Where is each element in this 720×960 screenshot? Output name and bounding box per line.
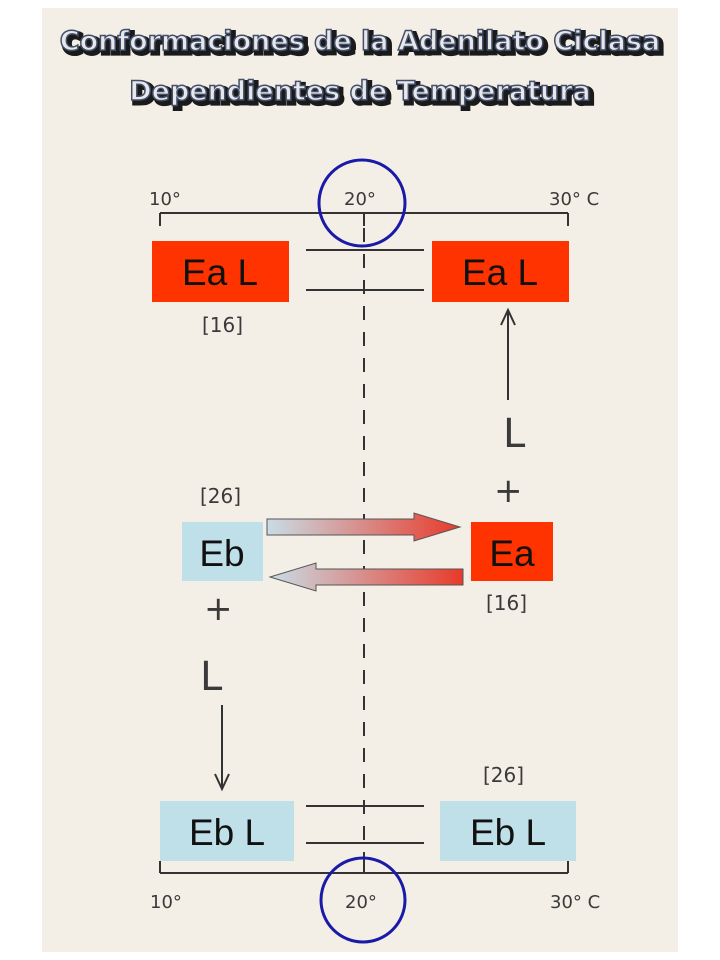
box-ea-l-left-label: Ea L xyxy=(182,252,258,293)
equilibrium-arrow-left xyxy=(268,562,464,592)
box-eb-l-right xyxy=(440,801,576,861)
equilibrium-arrow-right xyxy=(266,512,462,542)
arrow-up-right xyxy=(500,307,516,400)
bottom-20-degree-highlight-circle xyxy=(319,856,407,944)
top-double-bar xyxy=(306,249,424,291)
bottom-axis-label-10: 10° xyxy=(150,892,182,913)
ref-top-left: [16] xyxy=(202,313,243,337)
ligand-left-plus: + xyxy=(204,589,233,629)
ligand-left-label: L xyxy=(200,654,223,700)
top-axis-label-20: 20° xyxy=(344,189,376,210)
diagram-title: Conformaciones de la Adenilato Ciclasa C… xyxy=(59,25,666,112)
box-eb-l-left xyxy=(160,801,294,861)
top-axis-label-10: 10° xyxy=(149,189,181,210)
ligand-right-label: L xyxy=(503,411,526,457)
box-eb-label: Eb xyxy=(199,533,244,574)
title-line-1: Conformaciones de la Adenilato Ciclasa xyxy=(60,26,660,57)
title-line-2-shadow: Dependientes de Temperatura xyxy=(132,79,594,110)
arrow-down-left xyxy=(214,705,230,792)
ref-mid-right: [16] xyxy=(486,591,527,615)
box-ea-l-right-label: Ea L xyxy=(462,252,538,293)
title-line-2: Dependientes de Temperatura xyxy=(129,76,591,107)
box-eb-l-right-label: Eb L xyxy=(470,812,546,853)
box-eb-l-left-label: Eb L xyxy=(189,812,265,853)
bottom-axis-label-20: 20° xyxy=(345,892,377,913)
box-ea-l-left xyxy=(152,241,289,302)
top-20-degree-highlight-circle xyxy=(317,158,407,248)
box-ea-l-right xyxy=(432,241,569,302)
box-eb xyxy=(182,522,263,581)
title-line-1-shadow: Conformaciones de la Adenilato Ciclasa xyxy=(63,29,663,60)
ligand-right-plus: + xyxy=(494,471,523,511)
bottom-axis-label-30: 30° C xyxy=(550,892,600,913)
box-ea xyxy=(471,522,553,581)
ref-bottom-right: [26] xyxy=(483,763,524,787)
top-temperature-axis xyxy=(159,212,569,226)
bottom-temperature-axis xyxy=(159,861,569,874)
top-axis-label-30: 30° C xyxy=(549,189,599,210)
ref-mid-left: [26] xyxy=(200,484,241,508)
box-ea-label: Ea xyxy=(489,533,535,574)
paper-background xyxy=(42,8,678,952)
bottom-double-bar xyxy=(306,805,424,844)
